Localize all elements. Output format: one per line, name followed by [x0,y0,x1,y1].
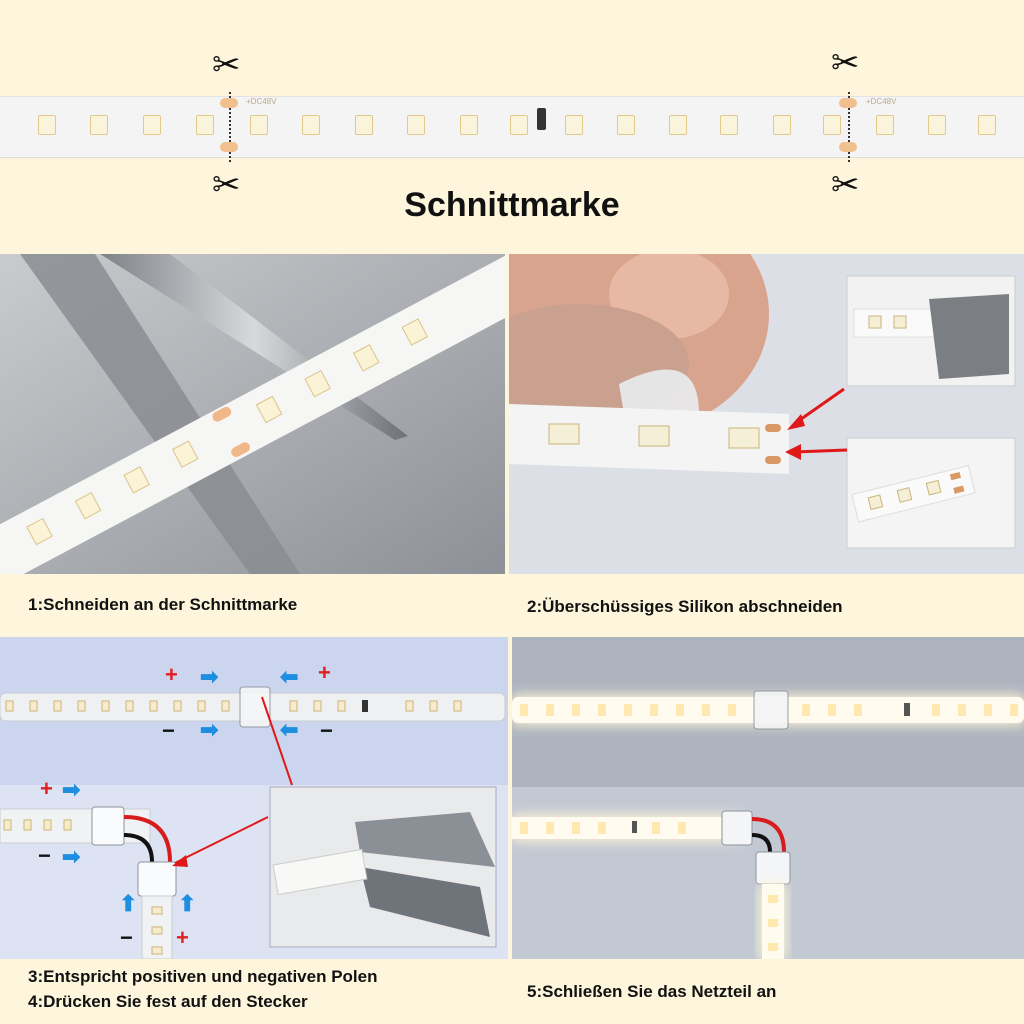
led-chip [407,115,425,135]
resistor [537,108,546,130]
minus-sign: − [320,718,333,743]
led-chip [460,115,478,135]
scissors-icon: ✂ [212,46,241,84]
scissors-icon: ✂ [831,44,860,82]
step4-caption: 4:Drücken Sie fest auf den Stecker [28,992,308,1011]
arrow-right-icon: ➡ [200,717,219,742]
led-chip [978,115,996,135]
solder-pad [839,98,857,108]
led-chip [876,115,894,135]
arrow-right-icon: ➡ [62,777,81,802]
led-chip [565,115,583,135]
cut-line [229,92,231,162]
led-chip [90,115,108,135]
step2-photo [509,254,1024,574]
step5-caption: 5:Schließen Sie das Netzteil an [527,982,777,1001]
plus-sign: + [176,925,189,950]
arrow-right-icon: ➡ [62,844,81,869]
step1-photo [0,254,505,574]
led-chip [773,115,791,135]
step1-caption: 1:Schneiden an der Schnittmarke [28,595,298,614]
scissors-icon: ✂ [831,166,860,204]
led-chip [143,115,161,135]
plus-sign: + [318,660,331,685]
arrow-up-icon: ⬆ [119,891,138,916]
led-chip [250,115,268,135]
led-chip [196,115,214,135]
minus-sign: − [38,843,51,868]
arrow-left-icon: ⬅ [280,717,299,742]
page-title: Schnittmarke [404,186,620,224]
minus-sign: − [162,718,175,743]
arrow-up-icon: ⬆ [178,891,197,916]
led-chip [510,115,528,135]
minus-sign: − [120,925,133,950]
step3-caption: 3:Entspricht positiven und negativen Pol… [28,967,378,986]
plus-sign: + [165,662,178,687]
arrow-left-icon: ⬅ [280,664,299,689]
led-chip [720,115,738,135]
led-chip [355,115,373,135]
voltage-label: +DC48V [246,97,277,106]
solder-pad [220,98,238,108]
led-chip [669,115,687,135]
step5-photo [512,637,1024,959]
cut-line [848,92,850,162]
step2-caption: 2:Überschüssiges Silikon abschneiden [527,597,843,616]
led-chip [38,115,56,135]
voltage-label: +DC48V [866,97,897,106]
scissors-icon: ✂ [212,166,241,204]
led-chip [617,115,635,135]
step3-4-photo [0,637,508,959]
plus-sign: + [40,776,53,801]
led-chip [302,115,320,135]
led-chip [823,115,841,135]
solder-pad [839,142,857,152]
arrow-right-icon: ➡ [200,664,219,689]
solder-pad [220,142,238,152]
led-chip [928,115,946,135]
